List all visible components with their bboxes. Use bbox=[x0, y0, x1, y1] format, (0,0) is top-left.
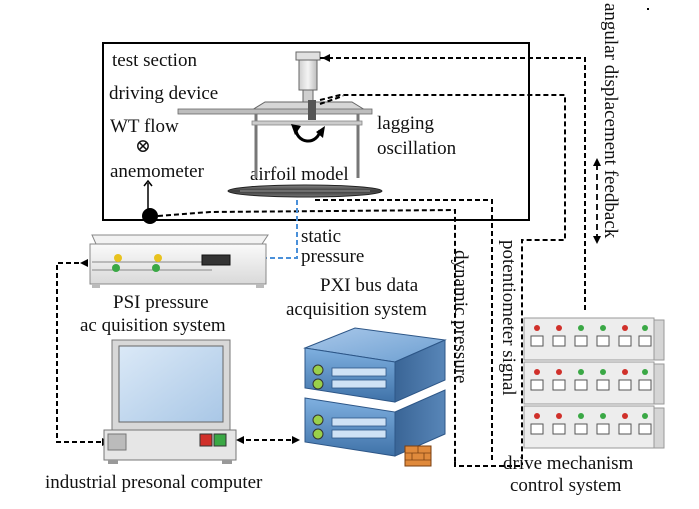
drive-label-line2: control system bbox=[510, 475, 622, 496]
anemometer-icon bbox=[142, 179, 158, 224]
angular-feedback-label: angular displacement feedback bbox=[600, 3, 621, 239]
static-label-line1: static bbox=[301, 226, 341, 247]
potentiometer-signal-label: potentiometer signal bbox=[498, 240, 519, 396]
driving-device bbox=[177, 51, 373, 178]
psi-label-line1: PSI pressure bbox=[113, 292, 209, 313]
airfoil-model bbox=[227, 184, 383, 198]
anemometer-label: anemometer bbox=[110, 161, 205, 182]
pxi-server-stack bbox=[303, 327, 447, 467]
drive-mechanism-unit bbox=[523, 317, 665, 449]
computer-label: industrial presonal computer bbox=[45, 472, 263, 493]
signal-lines bbox=[56, 8, 649, 467]
lagging-label-line2: oscillation bbox=[377, 138, 457, 159]
pxi-label-line1: PXI bus data bbox=[320, 275, 419, 296]
static-label-line2: pressure bbox=[301, 246, 364, 267]
drive-label-line1: drive mechanism bbox=[503, 453, 634, 474]
dynamic-pressure-label: dynamic pressure bbox=[450, 250, 471, 383]
industrial-computer bbox=[103, 339, 237, 464]
psi-label-line2: ac quisition system bbox=[80, 315, 226, 336]
test-section-frame bbox=[102, 42, 530, 221]
wt-flow-label: WT flow bbox=[110, 116, 179, 137]
driving-device-label: driving device bbox=[109, 83, 218, 104]
airfoil-model-label: airfoil model bbox=[250, 164, 349, 185]
flow-direction-symbol: ⊗ bbox=[135, 136, 151, 157]
pxi-label-line2: acquisition system bbox=[286, 299, 427, 320]
static-pressure-labels: static pressure bbox=[301, 226, 364, 267]
drive-labels: drive mechanism control system bbox=[503, 453, 634, 496]
lagging-label-line1: lagging bbox=[377, 113, 434, 134]
test-section-labels: test section driving device WT flow ⊗ an… bbox=[109, 50, 457, 185]
psi-labels: PSI pressure ac quisition system bbox=[80, 292, 226, 336]
pxi-labels: PXI bus data acquisition system bbox=[286, 275, 427, 320]
test-section-label: test section bbox=[112, 50, 197, 71]
psi-pressure-unit bbox=[89, 234, 269, 288]
rotation-arrow-icon bbox=[291, 124, 325, 143]
